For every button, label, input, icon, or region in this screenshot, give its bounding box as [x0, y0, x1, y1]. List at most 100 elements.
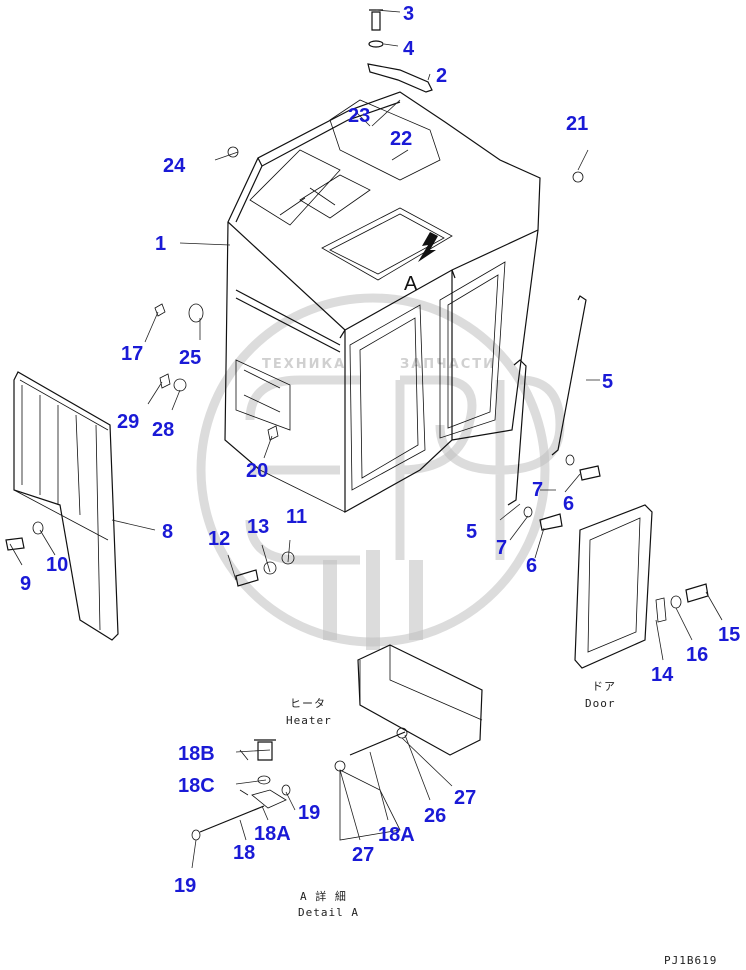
callout-2: 2: [436, 65, 447, 87]
lower-frame: [235, 359, 291, 431]
washer-7b-icon: [523, 506, 533, 518]
callout-21: 21: [566, 113, 588, 135]
heater-label-en: Heater: [286, 714, 332, 727]
watermark-letter-e: [245, 375, 360, 565]
nut-19b-icon: [191, 829, 201, 841]
notes: ヒータ Heater ドア Door A 詳 細 Detail A PJ1B61…: [286, 680, 717, 967]
callout-10: 10: [46, 554, 68, 576]
view-arrow-icon: [418, 232, 438, 262]
callout-6-lower: 6: [526, 555, 537, 577]
callouts: 3 4 2 23 22 21 24 1 A 17 25 5 29 28 20 7…: [20, 3, 740, 897]
callout-8: 8: [162, 521, 173, 543]
bracket-18a-icon: [251, 789, 287, 809]
watermark-letter-p: [395, 375, 477, 560]
plug-25-icon: [188, 303, 204, 323]
nut-19a-icon: [281, 784, 291, 796]
callout-18c: 18C: [178, 775, 215, 797]
door-label-jp: ドア: [592, 680, 616, 693]
washer-10-icon: [32, 521, 44, 535]
washer-13-icon: [263, 561, 277, 575]
callout-22: 22: [390, 128, 412, 150]
door-outline: [574, 504, 653, 669]
nut-27a-icon: [334, 760, 346, 772]
washer-18c-icon: [257, 775, 271, 785]
side-window: [439, 261, 506, 439]
heater: [334, 644, 483, 841]
roof-outline: [227, 91, 541, 331]
callout-14: 14: [651, 664, 674, 686]
plug-28-icon: [173, 378, 187, 392]
callout-25: 25: [179, 347, 201, 369]
drawing-code: PJ1B619: [664, 954, 717, 967]
heater-edges: [359, 645, 483, 721]
callout-24: 24: [163, 155, 186, 177]
callout-23: 23: [348, 105, 370, 127]
callout-11: 11: [286, 506, 307, 528]
cab-frame: [224, 91, 541, 514]
watermark-text-right: ЗАПЧАСТИ: [400, 357, 496, 372]
callout-29: 29: [117, 411, 139, 433]
callout-3: 3: [403, 3, 414, 25]
callout-5-upper: 5: [602, 371, 613, 393]
clip-17-icon: [154, 303, 166, 317]
callout-18b: 18B: [178, 743, 215, 765]
roof-hatch-detail: [279, 174, 371, 219]
bolt-21-icon: [572, 171, 584, 183]
cab-floor-edge: [259, 469, 346, 513]
rear-guard-outline: [13, 371, 119, 641]
heater-body: [357, 644, 483, 756]
callout-5-lower: 5: [466, 521, 477, 543]
detail-label-jp: A 詳 細: [300, 889, 347, 903]
callout-18a-left: 18A: [254, 823, 291, 845]
callout-26: 26: [424, 805, 446, 827]
callout-4: 4: [403, 38, 415, 60]
handrail-right: [551, 295, 587, 456]
callout-9: 9: [20, 573, 31, 595]
rod-26-icon: [349, 731, 406, 756]
bolt-24-icon: [227, 146, 239, 158]
detail-label-en: Detail A: [298, 906, 359, 919]
callout-1: 1: [155, 233, 166, 255]
callout-7-lower: 7: [496, 537, 507, 559]
front-window: [349, 304, 426, 491]
watermark-letter-f: [435, 375, 565, 560]
roof-hatch-frame: [249, 149, 341, 226]
callout-7-upper: 7: [532, 479, 543, 501]
door: [574, 504, 653, 669]
bolt-3-icon: [369, 9, 383, 31]
bolt-9-icon: [5, 537, 25, 551]
callout-16: 16: [686, 644, 708, 666]
callout-18: 18: [233, 842, 255, 864]
handrail-center: [507, 359, 527, 506]
detail-marks: [239, 749, 249, 796]
washer-11-icon: [281, 551, 295, 565]
callout-12: 12: [208, 528, 230, 550]
rear-guard-bars: [21, 385, 101, 631]
callout-20: 20: [246, 460, 268, 482]
washer-7a-icon: [565, 454, 575, 466]
washer-16-icon: [670, 595, 682, 609]
leader-lines: [9, 9, 723, 869]
callout-28: 28: [152, 419, 174, 441]
callout-15: 15: [718, 624, 740, 646]
callout-19-upper: 19: [298, 802, 320, 824]
hinge-bracket-22: [329, 99, 441, 181]
washer-4-icon: [368, 40, 384, 48]
callout-27-right: 27: [454, 787, 476, 809]
clip-29-icon: [159, 373, 171, 389]
door-window: [587, 517, 641, 653]
rod-18-icon: [199, 805, 265, 833]
heater-lower-panel: [339, 769, 401, 841]
clip-20-icon: [267, 425, 279, 441]
door-label-en: Door: [585, 697, 616, 710]
watermark-columns: [323, 550, 423, 650]
spacer-14-icon: [655, 597, 667, 623]
roof-window: [321, 207, 453, 281]
callout-a: A: [404, 273, 418, 295]
roof-inner-edge: [235, 101, 401, 223]
rear-guard-rails: [13, 379, 109, 541]
bolt-18b-icon: [254, 739, 276, 761]
callout-18a-right: 18A: [378, 824, 415, 846]
